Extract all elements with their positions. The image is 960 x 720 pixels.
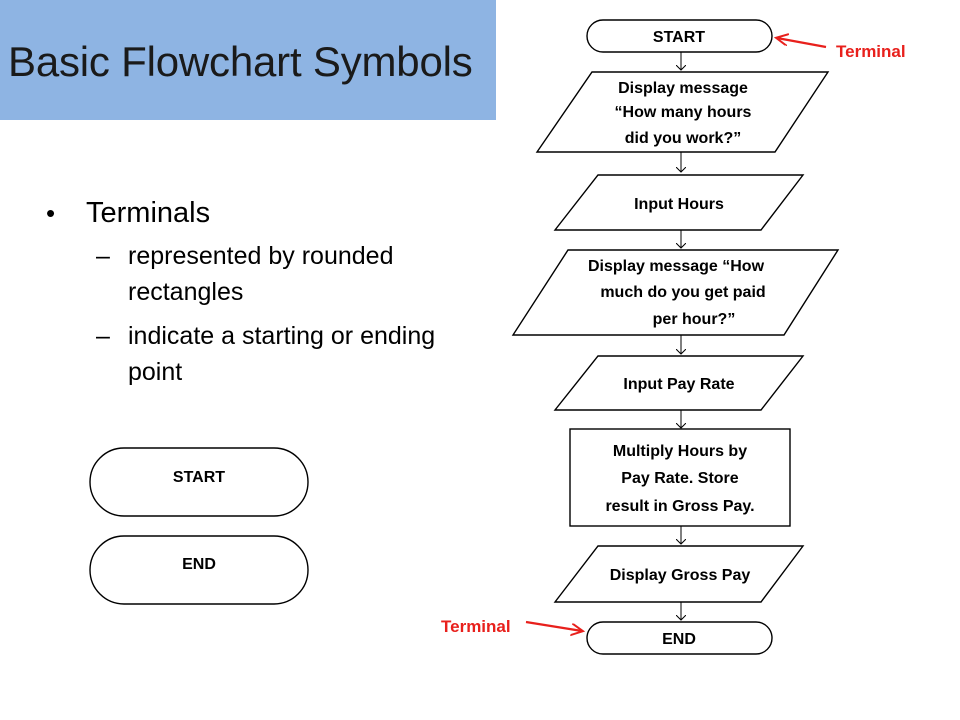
flow-display-gross-label: Display Gross Pay: [610, 567, 751, 584]
bullet-list: • Terminals – represented by rounded rec…: [40, 190, 460, 390]
bullet-main-label: Terminals: [86, 197, 211, 229]
sub-bullet-purpose: – indicate a starting or ending point: [40, 318, 460, 390]
flow-end-shape: [586, 621, 773, 655]
flow-end-terminal: END: [586, 621, 773, 655]
flow-start-shape: [586, 19, 773, 53]
flow-display2-line2: much do you get paid: [600, 284, 765, 301]
flow-input-hours: Input Hours: [553, 174, 805, 231]
flow-display-hours-message: Display message “How many hours did you …: [535, 71, 830, 153]
example-end-shape: [89, 535, 309, 605]
parallelogram-shape: [535, 71, 830, 153]
flow-start-label: START: [653, 29, 705, 46]
annotation-terminal-top: Terminal: [836, 42, 906, 61]
flow-start-terminal: START: [586, 19, 773, 53]
flow-display1-line3: did you work?”: [625, 130, 741, 147]
sub-bullet-label: represented by rounded rectangles: [128, 242, 394, 306]
flow-display1-line1: Display message: [618, 80, 748, 97]
slide-title: Basic Flowchart Symbols: [8, 38, 473, 85]
flow-multiply-line1: Multiply Hours by: [613, 443, 747, 460]
flow-display2-line1: Display message “How: [588, 258, 765, 275]
flow-multiply-process: Multiply Hours by Pay Rate. Store result…: [569, 428, 791, 527]
flow-multiply-line2: Pay Rate. Store: [621, 470, 738, 487]
flow-display-gross-pay: Display Gross Pay: [553, 545, 805, 603]
example-start-terminal: START: [89, 447, 309, 517]
sub-bullet-shape: – represented by rounded rectangles: [40, 238, 460, 310]
example-end-label: END: [182, 556, 216, 573]
flow-input-rate-label: Input Pay Rate: [623, 376, 734, 393]
flow-display-rate-message: Display message “How much do you get pai…: [511, 249, 840, 336]
process-rectangle-shape: [569, 428, 791, 527]
parallelogram-shape: [553, 545, 805, 603]
annotation-arrow-bottom: [525, 620, 582, 631]
dash-icon: –: [96, 322, 110, 350]
bullet-dot-icon: •: [46, 198, 56, 228]
sub-bullet-label: indicate a starting or ending point: [128, 322, 436, 386]
annotation-terminal-bottom: Terminal: [441, 617, 511, 636]
flow-multiply-line3: result in Gross Pay.: [605, 498, 754, 515]
flow-display2-line3: per hour?”: [653, 311, 736, 328]
flow-display1-line2: “How many hours: [615, 104, 752, 121]
example-start-label: START: [173, 469, 225, 486]
parallelogram-shape: [553, 355, 805, 411]
bullet-terminals: • Terminals: [40, 190, 460, 236]
parallelogram-shape: [553, 174, 805, 231]
title-bar: [0, 0, 496, 120]
annotation-arrow-top: [777, 38, 827, 49]
example-end-terminal: END: [89, 535, 309, 605]
flow-input-pay-rate: Input Pay Rate: [553, 355, 805, 411]
dash-icon: –: [96, 242, 110, 270]
parallelogram-shape: [511, 249, 840, 336]
flow-end-label: END: [662, 631, 696, 648]
example-start-shape: [89, 447, 309, 517]
flow-input-hours-label: Input Hours: [634, 196, 724, 213]
